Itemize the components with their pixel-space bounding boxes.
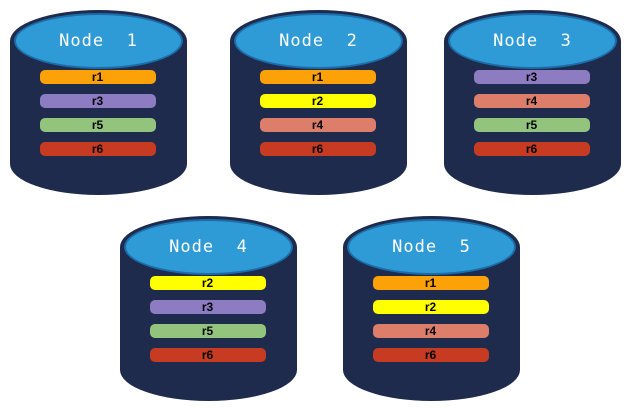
replica-list: r1 r3 r5 r6 xyxy=(39,70,156,166)
replica-bar: r6 xyxy=(473,142,590,156)
replica-bar: r6 xyxy=(39,142,156,156)
replica-list: r3 r4 r5 r6 xyxy=(473,70,590,166)
replica-list: r1 r2 r4 r6 xyxy=(372,276,489,372)
replica-bar: r1 xyxy=(259,70,376,84)
db-node-2: Node 2 r1 r2 r4 r6 xyxy=(230,10,407,195)
node-title: Node 5 xyxy=(392,237,471,257)
replica-bar: r1 xyxy=(372,276,489,290)
replica-bar: r4 xyxy=(473,94,590,108)
cylinder-top: Node 1 xyxy=(14,13,183,69)
replica-bar: r2 xyxy=(149,276,266,290)
replica-bar: r5 xyxy=(39,118,156,132)
replica-bar: r1 xyxy=(39,70,156,84)
cylinder-top: Node 2 xyxy=(234,13,403,69)
db-node-3: Node 3 r3 r4 r5 r6 xyxy=(444,10,621,195)
replica-bar: r2 xyxy=(259,94,376,108)
cylinder-top: Node 5 xyxy=(347,219,516,275)
db-node-5: Node 5 r1 r2 r4 r6 xyxy=(343,216,520,401)
replica-list: r1 r2 r4 r6 xyxy=(259,70,376,166)
node-title: Node 3 xyxy=(493,31,572,51)
replica-bar: r6 xyxy=(259,142,376,156)
node-title: Node 2 xyxy=(279,31,358,51)
cylinder-top: Node 4 xyxy=(124,219,293,275)
replica-bar: r6 xyxy=(372,348,489,362)
replica-bar: r5 xyxy=(149,324,266,338)
replica-list: r2 r3 r5 r6 xyxy=(149,276,266,372)
node-title: Node 1 xyxy=(59,31,138,51)
node-title: Node 4 xyxy=(169,237,248,257)
replica-bar: r2 xyxy=(372,300,489,314)
replica-bar: r3 xyxy=(149,300,266,314)
cylinder-top: Node 3 xyxy=(448,13,617,69)
db-node-4: Node 4 r2 r3 r5 r6 xyxy=(120,216,297,401)
replica-bar: r5 xyxy=(473,118,590,132)
replica-bar: r6 xyxy=(149,348,266,362)
db-node-1: Node 1 r1 r3 r5 r6 xyxy=(10,10,187,195)
replica-bar: r4 xyxy=(372,324,489,338)
replica-bar: r3 xyxy=(473,70,590,84)
replica-bar: r3 xyxy=(39,94,156,108)
replica-bar: r4 xyxy=(259,118,376,132)
